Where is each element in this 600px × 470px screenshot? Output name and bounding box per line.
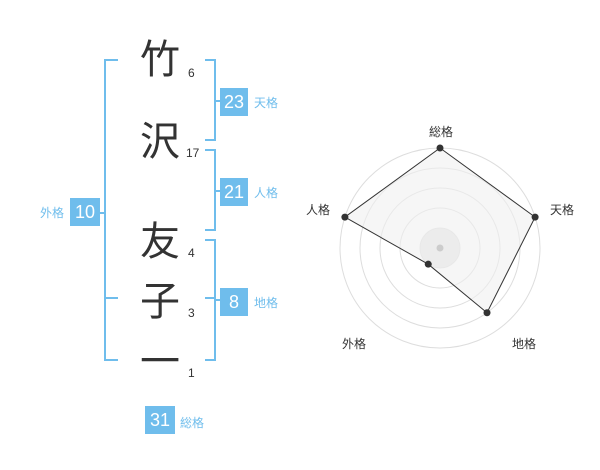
gaikaku-label: 外格 xyxy=(40,206,65,220)
chikaku-badge: 8 xyxy=(220,288,248,316)
stroke-count-3: 4 xyxy=(188,246,195,260)
name-char-4: 子 xyxy=(140,279,180,325)
gaikaku-bracket xyxy=(104,59,118,361)
jinkaku-badge: 21 xyxy=(220,178,248,206)
stroke-count-5: 1 xyxy=(188,366,195,380)
tenkaku-label: 天格 xyxy=(254,96,279,110)
chikaku-label: 地格 xyxy=(254,296,279,310)
name-char-2: 沢 xyxy=(140,119,180,165)
radar-point-soukaku xyxy=(436,144,444,152)
stroke-count-2: 17 xyxy=(186,146,200,160)
radar-point-jinkaku xyxy=(341,213,349,221)
stroke-count-4: 3 xyxy=(188,306,195,320)
radar-label-jinkaku: 人格 xyxy=(306,203,331,217)
name-char-3: 友 xyxy=(140,219,180,265)
radar-center-dot xyxy=(436,244,444,252)
soukaku-label: 総格 xyxy=(180,416,205,430)
radar-point-tenkaku xyxy=(531,213,539,221)
radar-polygon xyxy=(343,147,536,314)
tenkaku-badge: 23 xyxy=(220,88,248,116)
stroke-count-1: 6 xyxy=(188,66,195,80)
radar-label-gaikaku: 外格 xyxy=(342,337,367,351)
radar-label-tenkaku: 天格 xyxy=(550,203,575,217)
jinkaku-label: 人格 xyxy=(254,186,279,200)
radar-label-soukaku: 総格 xyxy=(429,125,454,139)
soukaku-badge: 31 xyxy=(145,406,175,434)
gaikaku-badge: 10 xyxy=(70,198,100,226)
radar-point-gaikaku xyxy=(424,260,432,268)
radar-label-chikaku: 地格 xyxy=(512,337,537,351)
name-char-5: 一 xyxy=(140,339,180,385)
name-char-1: 竹 xyxy=(140,37,180,83)
radar-point-chikaku xyxy=(483,309,491,317)
